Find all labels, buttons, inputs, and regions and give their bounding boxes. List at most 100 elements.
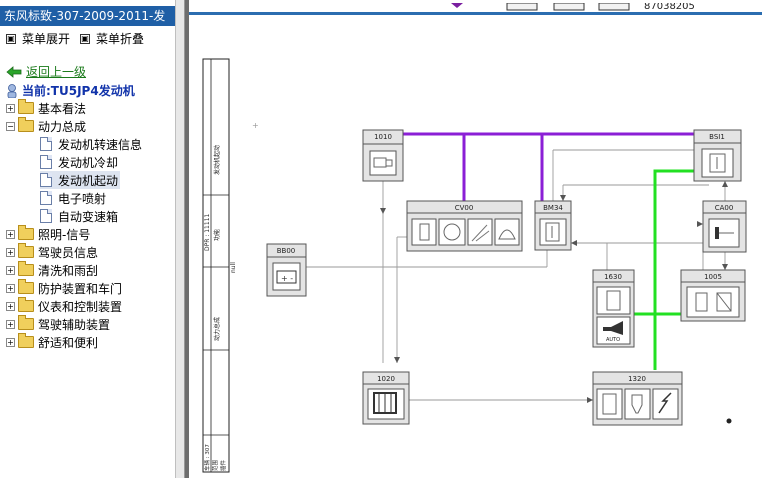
wiring-diagram-canvas: 发动机起动 功能 DPR : 11111 动力总成 车辆 : 307 范围 插件… bbox=[189, 15, 762, 478]
title-block-function: 发动机起动 bbox=[213, 145, 221, 175]
component-label: CA00 bbox=[715, 204, 734, 212]
title-block-null: null bbox=[230, 262, 237, 273]
menu-expand-button[interactable]: ▣ 菜单展开 bbox=[6, 30, 70, 47]
navigation-sidebar: 东风标致-307-2009-2011-发 ▣ 菜单展开 ▣ 菜单折叠 返回上一级… bbox=[0, 0, 185, 478]
collapse-icon: ▣ bbox=[80, 33, 90, 44]
collapse-toggle-icon[interactable]: − bbox=[6, 121, 15, 131]
expand-toggle-icon[interactable]: + bbox=[6, 229, 15, 239]
toolbar-button-2[interactable] bbox=[553, 2, 585, 11]
tree-item-label: 照明-信号 bbox=[38, 227, 91, 242]
document-icon bbox=[40, 191, 52, 205]
component-1630[interactable]: 1630 AUTO bbox=[592, 269, 635, 348]
expand-toggle-icon[interactable]: + bbox=[6, 337, 15, 347]
back-link-label: 返回上一级 bbox=[26, 65, 87, 79]
starter-motor-icon bbox=[373, 157, 393, 168]
tree-item-basic[interactable]: + 基本看法 bbox=[6, 99, 86, 117]
back-link[interactable]: 返回上一级 bbox=[6, 63, 86, 80]
ecu-icon bbox=[606, 290, 621, 311]
expand-toggle-icon[interactable]: + bbox=[6, 265, 15, 275]
tree-item-label: 动力总成 bbox=[38, 119, 87, 134]
folder-icon bbox=[18, 225, 34, 240]
folder-icon bbox=[18, 99, 34, 114]
toolbar-button-1[interactable] bbox=[506, 2, 538, 11]
menu-collapse-label: 菜单折叠 bbox=[96, 32, 145, 46]
component-1320[interactable]: 1320 bbox=[592, 371, 683, 426]
document-icon bbox=[40, 137, 52, 151]
component-label: 1010 bbox=[374, 133, 392, 141]
document-icon bbox=[40, 173, 52, 187]
tree-item-fuel-injection[interactable]: 电子喷射 bbox=[40, 189, 106, 207]
tree-item-protection-doors[interactable]: + 防护装置和车门 bbox=[6, 279, 122, 297]
tree-item-label: 防护装置和车门 bbox=[38, 281, 123, 296]
tree-item-powertrain[interactable]: − 动力总成 bbox=[6, 117, 86, 135]
window-title: 东风标致-307-2009-2011-发 bbox=[0, 6, 182, 26]
document-icon bbox=[40, 209, 52, 223]
component-label: 1005 bbox=[704, 273, 722, 281]
title-block-plugin: 插件 bbox=[219, 459, 227, 471]
tree-item-auto-gearbox[interactable]: 自动变速箱 bbox=[40, 207, 118, 225]
tree-item-label: 电子喷射 bbox=[58, 191, 107, 206]
back-arrow-icon bbox=[6, 65, 22, 78]
title-block-system: 动力总成 bbox=[213, 317, 221, 341]
folder-icon bbox=[18, 261, 34, 276]
splitter-bar[interactable] bbox=[185, 0, 189, 478]
expand-toggle-icon[interactable]: + bbox=[6, 247, 15, 257]
expand-toggle-icon[interactable]: + bbox=[6, 283, 15, 293]
menu-expand-label: 菜单展开 bbox=[22, 32, 71, 46]
injector-icon bbox=[631, 394, 643, 414]
component-1020[interactable]: 1020 bbox=[362, 371, 410, 425]
tree-item-driving-aids[interactable]: + 驾驶辅助装置 bbox=[6, 315, 110, 333]
component-label: BB00 bbox=[277, 247, 296, 255]
wiring-diagram: 发动机起动 功能 DPR : 11111 动力总成 车辆 : 307 范围 插件… bbox=[202, 58, 747, 473]
tree-item-engine-speed[interactable]: 发动机转速信息 bbox=[40, 135, 142, 153]
component-label: 1020 bbox=[377, 375, 395, 383]
expand-toggle-icon[interactable]: + bbox=[6, 319, 15, 329]
stalk-icon bbox=[471, 224, 490, 242]
menu-collapse-button[interactable]: ▣ 菜单折叠 bbox=[80, 30, 144, 47]
component-bsi1[interactable]: BSI1 bbox=[693, 129, 742, 182]
tree-item-comfort[interactable]: + 舒适和便利 bbox=[6, 333, 98, 351]
tree-item-wash-wipe[interactable]: + 清洗和雨刮 bbox=[6, 261, 98, 279]
expand-toggle-icon[interactable]: + bbox=[6, 301, 15, 311]
tree-item-lighting[interactable]: + 照明-信号 bbox=[6, 225, 90, 243]
folder-open-icon bbox=[18, 117, 34, 132]
expand-icon: ▣ bbox=[6, 33, 16, 44]
title-block-range: 范围 bbox=[211, 459, 219, 471]
user-icon bbox=[7, 83, 17, 98]
component-1010[interactable]: 1010 bbox=[362, 129, 404, 182]
fuse-box-icon bbox=[545, 222, 560, 242]
component-label: 1320 bbox=[628, 375, 646, 383]
tree-item-label: 舒适和便利 bbox=[38, 335, 99, 350]
expand-toggle-icon[interactable]: + bbox=[6, 103, 15, 113]
title-block: 发动机起动 功能 DPR : 11111 动力总成 车辆 : 307 范围 插件… bbox=[202, 58, 237, 473]
sidebar-scrollbar[interactable] bbox=[175, 0, 184, 478]
title-block-type: 功能 bbox=[213, 229, 221, 241]
toolbar-marker-icon[interactable] bbox=[451, 3, 463, 8]
tree-item-label: 自动变速箱 bbox=[58, 209, 119, 224]
title-block-dpr: DPR : 11111 bbox=[204, 213, 211, 251]
cv00-ecu-cell bbox=[411, 218, 437, 246]
toolbar-button-3[interactable] bbox=[598, 2, 630, 11]
folder-icon bbox=[18, 279, 34, 294]
folder-icon bbox=[18, 243, 34, 258]
cv00-horn-cell bbox=[494, 218, 520, 246]
ignition-switch-icon bbox=[443, 223, 461, 241]
tree-item-instruments[interactable]: + 仪表和控制装置 bbox=[6, 297, 122, 315]
component-bb00[interactable]: BB00 + - bbox=[266, 243, 307, 297]
component-1005[interactable]: 1005 bbox=[680, 269, 746, 322]
tree-item-engine-cooling[interactable]: 发动机冷却 bbox=[40, 153, 118, 171]
title-block-vehicle: 车辆 : 307 bbox=[203, 444, 211, 471]
battery-icon: + - bbox=[276, 270, 297, 284]
tree-item-driver-info[interactable]: + 驾驶员信息 bbox=[6, 243, 98, 261]
tree-item-label: 驾驶员信息 bbox=[38, 245, 99, 260]
tree-item-engine-start[interactable]: 发动机起动 bbox=[40, 171, 121, 189]
component-ca00[interactable]: CA00 bbox=[702, 200, 747, 253]
tree-item-label: 驾驶辅助装置 bbox=[38, 317, 111, 332]
component-bm34[interactable]: BM34 bbox=[534, 200, 572, 251]
tree-item-label: 发动机冷却 bbox=[58, 155, 119, 170]
can-bus-wire bbox=[381, 132, 709, 201]
component-label: 1630 bbox=[604, 273, 622, 281]
component-cv00[interactable]: CV00 bbox=[406, 200, 523, 252]
tree-item-label: 基本看法 bbox=[38, 101, 87, 116]
cv00-switch-cell bbox=[438, 218, 466, 246]
